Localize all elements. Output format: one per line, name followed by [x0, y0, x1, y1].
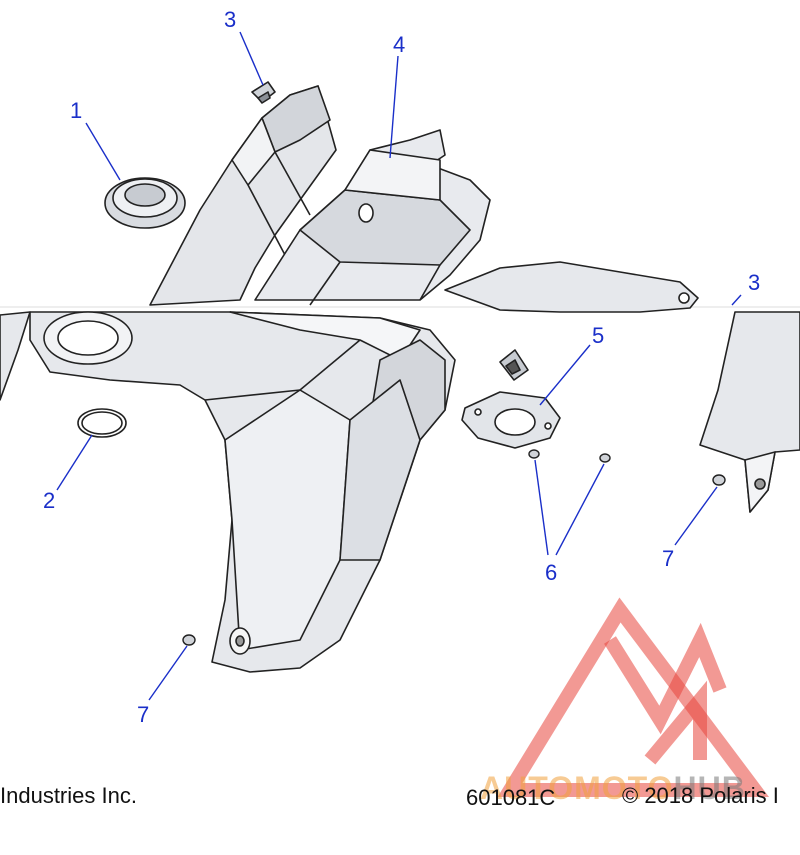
callout-7-left: 7 — [137, 702, 149, 727]
part-6-screws — [528, 449, 611, 463]
watermark-logo — [497, 597, 769, 797]
main-panel — [0, 311, 456, 673]
upper-shroud — [149, 85, 337, 306]
part-7-fasteners — [182, 474, 726, 646]
right-arm — [444, 261, 699, 313]
watermark-part-1: AUTOMOTO — [480, 770, 674, 806]
scan-seam — [0, 306, 800, 308]
callout-6: 6 — [545, 560, 557, 585]
center-duct — [254, 129, 491, 306]
watermark-part-2: HUB — [673, 770, 746, 806]
part-3-clip-top — [251, 81, 276, 104]
callout-labels: 1 2 3 3 4 5 6 7 7 — [43, 7, 760, 727]
watermark-text: AUTOMOTOHUB — [480, 770, 746, 807]
callout-1: 1 — [70, 98, 82, 123]
callout-2: 2 — [43, 488, 55, 513]
callout-5: 5 — [592, 323, 604, 348]
part-5-plate — [461, 391, 561, 449]
part-2-o-ring — [77, 408, 127, 438]
right-side-panel — [699, 311, 800, 513]
footer-copyright-right: © 2018 Polaris I — [622, 783, 779, 808]
diagram-code: 601081C — [466, 785, 556, 810]
part-3-clip-right — [499, 349, 529, 381]
footer-copyright-left: Industries Inc. — [0, 783, 137, 808]
callout-7-right: 7 — [662, 546, 674, 571]
part-1-grommet — [104, 177, 186, 229]
callout-4: 4 — [393, 32, 405, 57]
leader-lines — [56, 31, 742, 701]
callout-3-right: 3 — [748, 270, 760, 295]
callout-3-top: 3 — [224, 7, 236, 32]
